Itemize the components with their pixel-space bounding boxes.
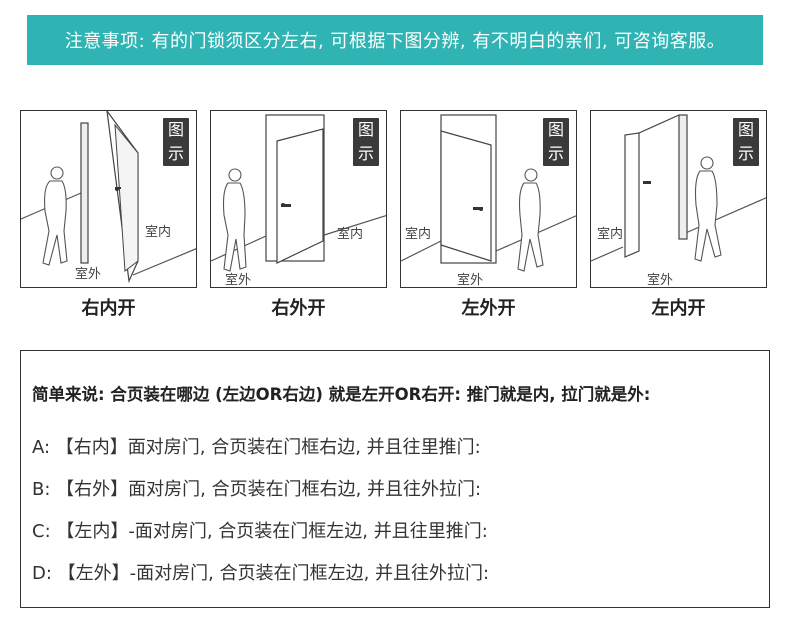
list-item: B: 【右外】面对房门, 合页装在门框右边, 并且往外拉门: [32,479,482,500]
door-diagram-right-outward: 图示 室内 室外 [210,110,387,288]
caption-left-inward: 左内开 [651,298,706,319]
outdoor-label: 室外 [225,273,252,288]
door-illustration [211,114,386,272]
outdoor-label: 室外 [647,273,674,288]
caption-right-inward: 右内开 [81,298,136,319]
diagram-badge: 图示 [543,118,569,166]
list-item: D: 【左外】-面对房门, 合页装在门框左边, 并且往外拉门: [32,563,490,584]
door-diagram-left-outward: 图示 室内 室外 [400,110,577,288]
caption-left-outward: 左外开 [461,298,516,319]
summary-text: 简单来说: 合页装在哪边 (左边OR右边) 就是左开OR右开: 推门就是内, 拉… [32,385,651,404]
list-item: A: 【右内】面对房门, 合页装在门框右边, 并且往里推门: [32,437,481,458]
caption-right-outward: 右外开 [271,298,326,319]
door-illustration [591,114,766,262]
door-diagram-left-inward: 图示 室内 室外 [590,110,767,288]
explanation-box: 简单来说: 合页装在哪边 (左边OR右边) 就是左开OR右开: 推门就是内, 拉… [20,350,770,608]
indoor-label: 室内 [145,225,172,240]
indoor-label: 室内 [597,227,624,242]
diagram-badge: 图示 [733,118,759,166]
indoor-label: 室内 [337,227,364,242]
list-item: C: 【左内】-面对房门, 合页装在门框左边, 并且往里推门: [32,521,488,542]
door-illustration [21,111,196,284]
door-illustration [401,114,576,272]
door-diagram-right-inward: 图示 室内 室外 [20,110,197,288]
notice-banner: 注意事项: 有的门锁须区分左右, 可根据下图分辨, 有不明白的亲们, 可咨询客服… [27,15,763,65]
outdoor-label: 室外 [457,273,484,288]
diagram-badge: 图示 [353,118,379,166]
outdoor-label: 室外 [75,267,102,282]
diagram-badge: 图示 [163,118,189,166]
indoor-label: 室内 [405,227,432,242]
